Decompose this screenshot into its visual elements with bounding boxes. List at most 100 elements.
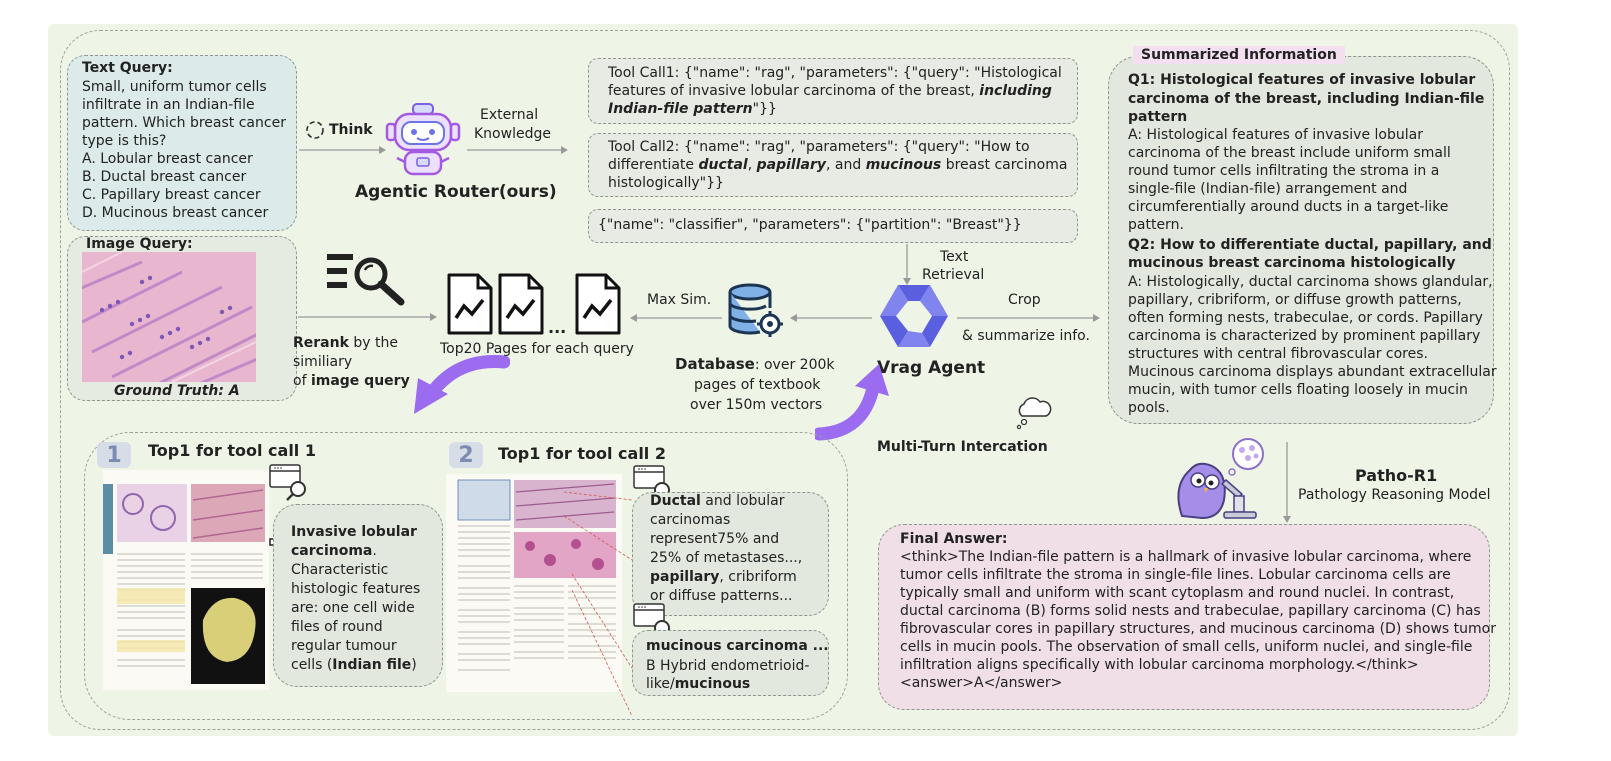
excerpt-2a-line: or diffuse patterns...	[650, 588, 793, 604]
retrieved-page-2-thumbnail	[446, 474, 622, 692]
final-answer-line: cells in mucin pools. The observation of…	[900, 639, 1473, 655]
badge-1-num: 1	[106, 443, 121, 468]
robot-icon	[385, 103, 461, 176]
excerpt-2a-line: papillary, cribriform	[650, 568, 797, 587]
text-query-line: infiltrate in an Indian-file	[82, 97, 255, 113]
badge-2-num: 2	[458, 443, 473, 468]
tool-call-2-box	[588, 133, 1078, 197]
a2-line: structures with central fibrovascular co…	[1128, 346, 1428, 362]
database-title-line: Database: over 200k	[675, 355, 835, 373]
rerank-rest: of	[293, 373, 311, 389]
excerpt-2a-text: , cribriform	[719, 569, 797, 585]
arrow-to-final-icon	[1283, 442, 1291, 523]
database-icon	[728, 283, 783, 337]
tool-call-2-text: breast carcinoma	[941, 157, 1068, 173]
badge-2-icon: 2	[449, 442, 483, 468]
a1-line: A: Histological features of invasive lob…	[1128, 127, 1423, 143]
classifier-call-box	[588, 209, 1078, 243]
final-answer-title: Final Answer:	[900, 531, 1008, 547]
tool-call-2-emph: ductal	[698, 157, 748, 173]
external-knowledge-label: External	[480, 107, 539, 123]
final-answer-line: fibrovascular cores in papillary structu…	[900, 621, 1496, 637]
excerpt-1-line: files of round	[291, 619, 383, 635]
excerpt-2b-line: B Hybrid endometrioid-	[646, 658, 810, 674]
think-label: Think	[329, 122, 373, 138]
arrow-to-router-icon	[299, 146, 386, 154]
a2-line: A: Histologically, ductal carcinoma show…	[1128, 274, 1493, 290]
multi-turn-label: Multi-Turn Intercation	[877, 439, 1048, 455]
rerank-text: similiary	[293, 354, 353, 370]
excerpt-2b-title: mucinous carcinoma ...	[646, 638, 829, 654]
excerpt-2a-line: Ductal and lobular	[650, 492, 785, 511]
a2-line: mucin, with tumor cells floating loosely…	[1128, 382, 1468, 398]
tool-call-1-line: features of invasive lobular carcinoma o…	[608, 82, 1052, 101]
histology-image	[82, 252, 256, 382]
crop-label: Crop	[1008, 292, 1041, 308]
a2-line: pools.	[1128, 400, 1170, 416]
text-query-option: D. Mucinous breast cancer	[82, 205, 269, 221]
summarize-label: & summarize info.	[962, 328, 1090, 344]
arrow-text-retrieval-icon	[903, 244, 911, 285]
patho-r1-owl-microscope-icon	[1177, 438, 1264, 520]
final-answer-line: tumor cells infiltrate the stroma in sin…	[900, 567, 1451, 583]
final-answer-line: infiltration aligns specifically with lo…	[900, 657, 1419, 673]
a2-line: carcinoma is characterized by prominent …	[1128, 328, 1481, 344]
tool-call-1-text: features of invasive lobular carcinoma o…	[608, 83, 980, 99]
tool-call-2-text: differentiate	[608, 157, 699, 173]
database-desc: : over 200k	[754, 357, 835, 373]
excerpt-2b-bold: mucinous	[674, 676, 751, 692]
summarized-info-header: Summarized Information	[1133, 46, 1345, 64]
excerpt-2a-bold: Ductal	[650, 493, 701, 509]
excerpt-1-line: are: one cell wide	[291, 600, 415, 616]
tool-call-2-line: histologically"}}	[608, 175, 724, 191]
rerank-search-icon	[327, 254, 405, 306]
tool-call-2-emph: mucinous	[865, 157, 942, 173]
final-answer-line: typically small and uniform with scant c…	[900, 585, 1455, 601]
excerpt-1-line: cells (Indian file)	[291, 656, 417, 675]
excerpt-1-text: cells (	[291, 657, 333, 673]
patho-r1-subtitle: Pathology Reasoning Model	[1298, 487, 1491, 503]
final-answer-line: <think>The Indian-file pattern is a hall…	[900, 549, 1472, 565]
page-document-icon	[498, 273, 544, 335]
text-query-line: type is this?	[82, 133, 167, 149]
retrieved-page-1-thumbnail	[103, 470, 269, 690]
excerpt-1-line: regular tumour	[291, 638, 397, 654]
rerank-text: Rerank by the	[293, 334, 398, 353]
tool-call-1-text: "}}	[752, 101, 777, 117]
database-desc: over 150m vectors	[690, 397, 823, 413]
ground-truth-label: Ground Truth: A	[114, 383, 240, 399]
a2-line: Mucinous carcinoma displays abundant ext…	[1128, 364, 1497, 380]
excerpt-2a-line: represent75% and	[650, 531, 780, 547]
multi-turn-curved-arrow-icon	[815, 364, 889, 441]
text-query-option: B. Ductal breast cancer	[82, 169, 247, 185]
think-spinner-icon	[306, 121, 324, 139]
excerpt-2b-box	[632, 630, 829, 696]
excerpt-2b-line: like/mucinous	[646, 675, 750, 694]
q1-title: pattern	[1128, 109, 1188, 125]
vrag-agent-label: Vrag Agent	[877, 358, 986, 378]
arrow-to-tools-icon	[467, 146, 568, 154]
page-document-icon	[575, 273, 621, 335]
top20-label: Top20 Pages for each query	[440, 341, 634, 357]
rerank-text: of image query	[293, 372, 410, 391]
q1-title: carcinoma of the breast, including India…	[1128, 91, 1485, 107]
arrow-to-summary-icon	[957, 314, 1100, 322]
text-retrieval-label: Retrieval	[922, 267, 985, 283]
q2-title: Q2: How to differentiate ductal, papilla…	[1128, 237, 1492, 253]
a1-line: single-file (Indian-file) arrangement an…	[1128, 181, 1408, 197]
rerank-bold: Rerank	[293, 335, 349, 351]
q2-title: mucinous breast carcinoma histologically	[1128, 255, 1456, 271]
a1-line: pattern.	[1128, 217, 1184, 233]
rerank-curved-arrow-icon	[414, 355, 510, 414]
tool-call-1-line: Tool Call1: {"name": "rag", "parameters"…	[608, 65, 1062, 81]
tool-call-1-line: Indian-file pattern"}}	[608, 100, 777, 119]
excerpt-1-text: )	[411, 657, 417, 673]
q1-title: Q1: Histological features of invasive lo…	[1128, 72, 1476, 88]
final-answer-box	[878, 524, 1490, 710]
thought-cloud-icon	[1016, 397, 1052, 430]
excerpt-2b-text: like/	[646, 676, 675, 692]
rerank-rest: by the	[348, 335, 398, 351]
excerpt-1-text: .	[372, 543, 377, 559]
a2-line: papillary, cribriform, or diffuse growth…	[1128, 292, 1462, 308]
text-query-title: Text Query:	[82, 60, 173, 76]
